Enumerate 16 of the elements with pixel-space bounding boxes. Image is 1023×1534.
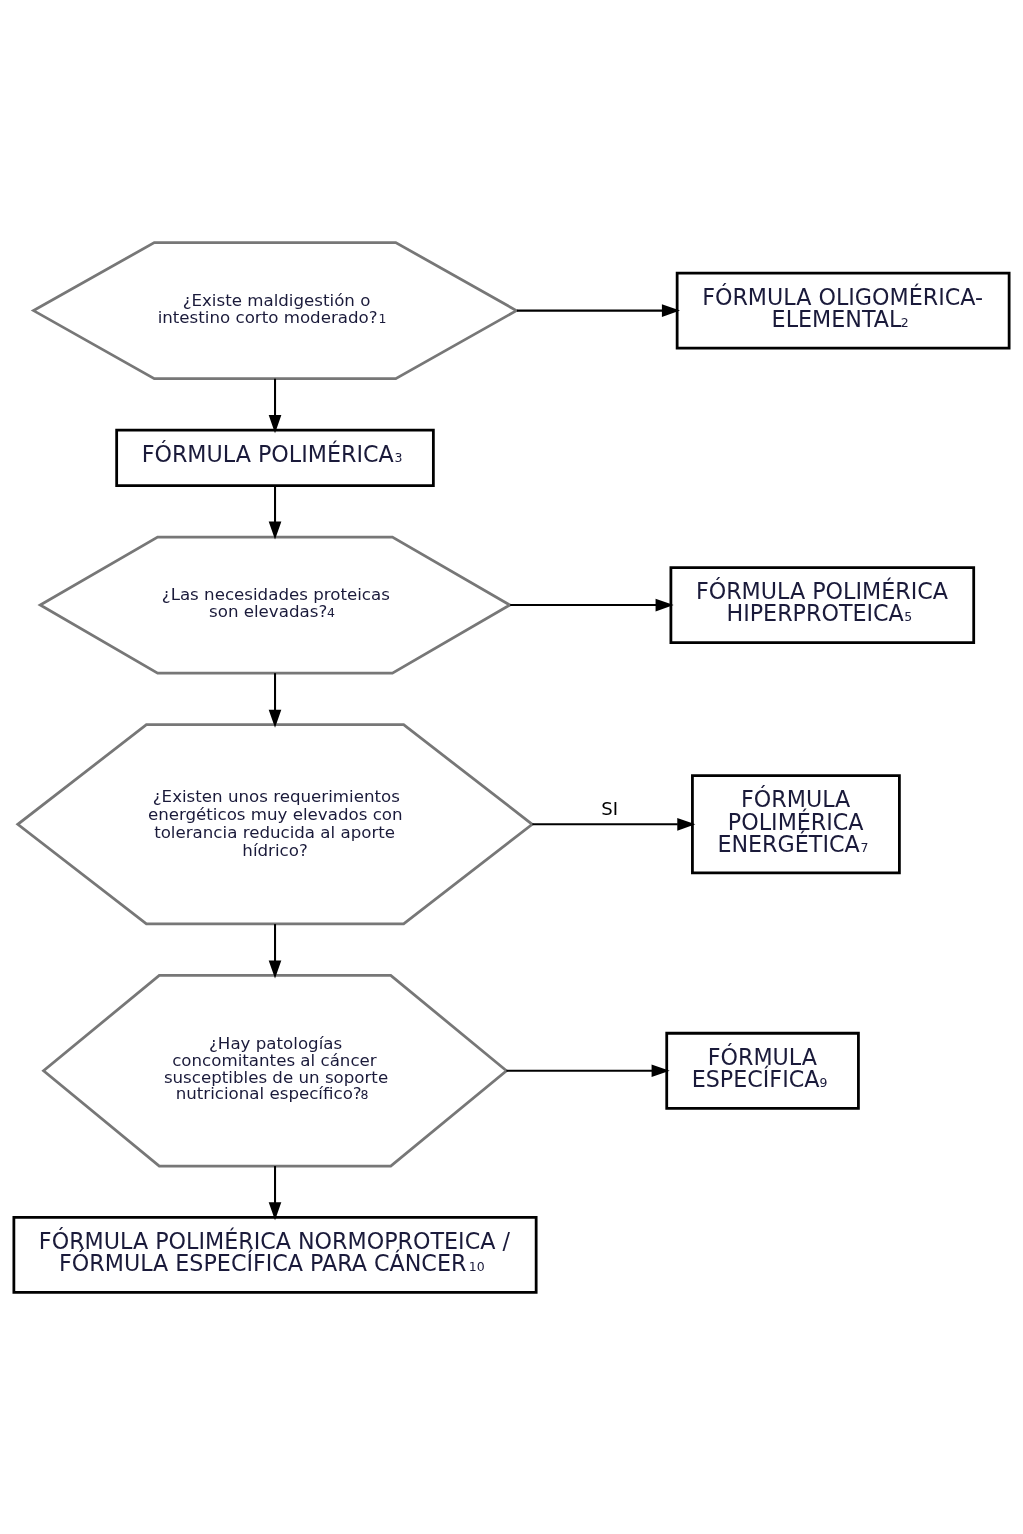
arrow [268,1165,282,1220]
node-box: FÓRMULA POLIMÉRICA HIPERPROTEICA5 [669,565,976,644]
arrow [516,303,680,317]
node-box: FÓRMULA POLIMÉRICA NORMOPROTEICA / FÓRMULA ESPECÍFICA PARA CÁNCER 10 [12,1215,538,1294]
arrow [268,923,282,978]
arrow [532,817,696,831]
node-box: FÓRMULA POLIMÉRICA ENERGÉTICA7 [691,773,901,874]
arrow [268,672,282,728]
node-box: FÓRMULA ESPECÍFICA9 [665,1031,860,1110]
edge-label: SI [601,797,618,819]
node-box: FÓRMULA POLIMÉRICA3 [115,428,435,487]
arrow [506,1063,670,1077]
arrow [268,378,282,433]
node-box: FÓRMULA OLIGOMÉRICA- ELEMENTAL2 [675,271,1011,349]
arrow [510,598,674,611]
arrow [268,485,282,540]
